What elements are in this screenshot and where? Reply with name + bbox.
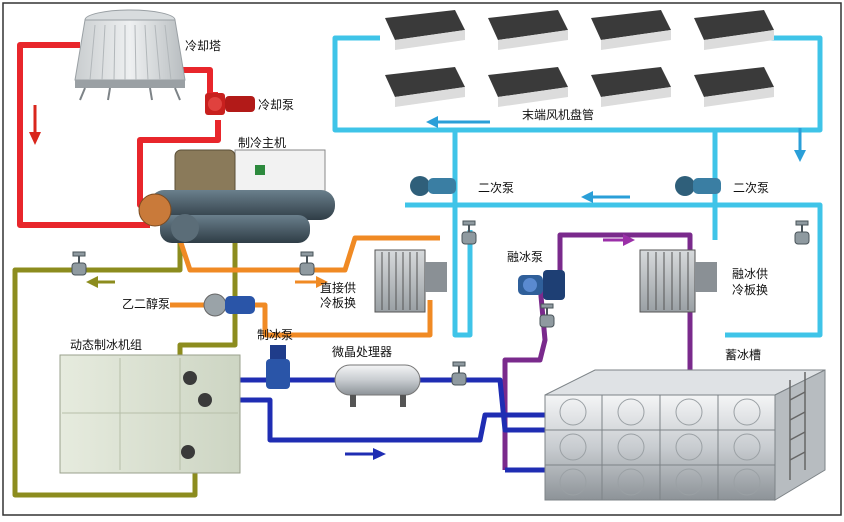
valve-icon (299, 251, 315, 276)
glycol-pump-label: 乙二醇泵 (122, 297, 171, 311)
microcrystal-processor-label: 微晶处理器 (332, 345, 393, 359)
secondary-pump-left-icon (410, 176, 456, 196)
secondary-pump-right-icon (675, 176, 721, 196)
chiller-label: 制冷主机 (238, 136, 287, 150)
ice-storage-tank (544, 369, 826, 501)
arrow-purple-right (603, 234, 635, 246)
ice-storage-tank-label: 蓄冰槽 (725, 348, 762, 362)
glycol-pump-icon (203, 293, 255, 317)
dynamic-ice-unit-label: 动态制冰机组 (70, 338, 143, 352)
cooling-tower-label: 冷却塔 (185, 39, 222, 53)
direct-supply-plate-hx (374, 249, 447, 313)
arrow-red-down (29, 105, 41, 145)
arrow-orange-right (295, 276, 328, 288)
arrow-blue-left-top (426, 116, 490, 128)
fan-coil-1 (385, 10, 465, 50)
chiller-unit (138, 149, 335, 243)
arrow-blue-down (794, 128, 806, 162)
valve-icon (794, 220, 810, 245)
arrow-olive-left (86, 276, 115, 288)
ice-melt-plate-hx (639, 249, 717, 313)
cooling-pump-icon (205, 93, 255, 115)
valve-icons (71, 220, 810, 386)
glycol-orange-loop (170, 235, 440, 338)
direct-supply-hx-label-2: 冷板换 (320, 296, 357, 310)
fan-coil-7 (591, 67, 671, 107)
dynamic-ice-unit (59, 354, 241, 474)
fan-coil-3 (591, 10, 671, 50)
ice-melt-hx-label-1: 融冰供 (732, 267, 769, 281)
ice-making-pump-icon (266, 345, 290, 389)
secondary-pump-right-label: 二次泵 (733, 181, 770, 195)
fan-coil-units (385, 10, 774, 107)
flow-arrows (29, 105, 806, 460)
ice-making-pump-label: 制冰泵 (257, 328, 294, 342)
secondary-pump-left-label: 二次泵 (478, 181, 515, 195)
microcrystal-processor (334, 364, 421, 407)
valve-icon (71, 251, 87, 276)
ice-melt-hx-label-2: 冷板换 (732, 283, 769, 297)
cooling-pump-label: 冷却泵 (258, 98, 295, 112)
ice-melt-pump-icon (518, 270, 565, 300)
fan-coil-6 (488, 67, 568, 107)
fan-coil-8 (694, 67, 774, 107)
fan-coil-5 (385, 67, 465, 107)
arrow-blue-left-mid (581, 191, 630, 203)
valve-icon (451, 361, 467, 386)
direct-supply-hx-label-1: 直接供 (320, 281, 357, 295)
valve-icon (461, 220, 477, 245)
fan-coil-2 (488, 10, 568, 50)
valve-icon (539, 303, 555, 328)
ice-melt-pump-label: 融冰泵 (507, 250, 544, 264)
arrow-darkblue-right (345, 448, 386, 460)
fan-coil-4 (694, 10, 774, 50)
cooling-tower (74, 9, 186, 101)
terminal-fan-coil-label: 末端风机盘管 (522, 108, 595, 122)
